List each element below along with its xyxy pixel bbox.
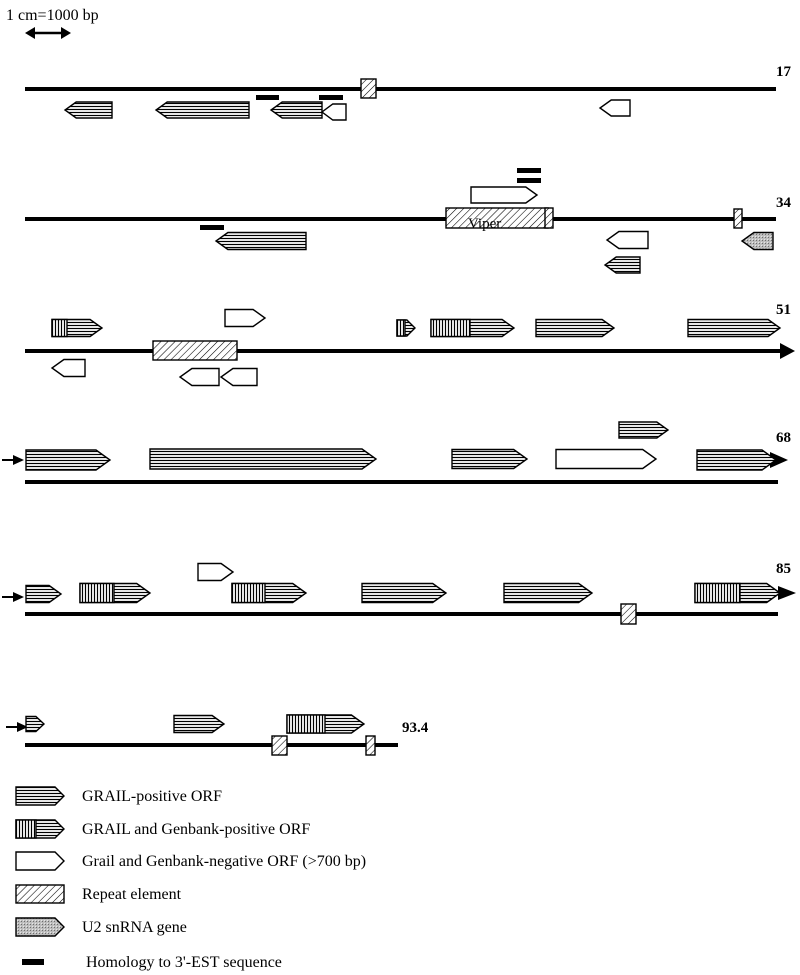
est-homology-bar: [517, 168, 541, 173]
row-93-4: 93.4: [6, 720, 429, 747]
row-17: 17: [25, 64, 792, 91]
orf-grail-positive: [687, 318, 782, 338]
legend-item-neg: Grail and Genbank-negative ORF (>700 bp): [15, 851, 366, 871]
orf-grail-positive: [361, 582, 448, 604]
est-homology-bar: [200, 225, 224, 230]
repeat-element: [365, 735, 376, 756]
orf-negative: [598, 99, 631, 117]
orf-negative: [605, 230, 649, 250]
legend-label: Homology to 3'-EST sequence: [86, 954, 282, 971]
scale-bar-label: 1 cm=1000 bp: [6, 7, 99, 24]
repeat-label-viper: Viper: [468, 216, 501, 232]
orf-grail-positive: [63, 101, 113, 119]
legend-item-u2: U2 snRNA gene: [15, 917, 187, 937]
est-homology-bar: [319, 95, 343, 100]
legend: GRAIL-positive ORF GRAIL and Genbank-posi…: [15, 786, 366, 971]
repeat-element: [152, 340, 238, 361]
orf-grail-positive: [149, 448, 378, 470]
repeat-element: [544, 207, 554, 229]
orf-grail-genbank-positive: [286, 714, 366, 734]
orf-negative: [50, 358, 86, 378]
continuation-arrow-icon: [13, 455, 24, 465]
orf-grail-genbank-positive: [430, 318, 516, 338]
orf-grail-positive: [535, 318, 616, 338]
est-homology-bar: [517, 178, 541, 183]
est-homology-bar: [256, 95, 279, 100]
repeat-element: [620, 603, 637, 625]
orf-negative: [197, 562, 235, 582]
orf-grail-genbank-positive: [396, 319, 416, 337]
orf-grail-genbank-positive: [694, 582, 782, 604]
row-51: 51: [25, 302, 795, 359]
orf-grail-positive: [25, 715, 46, 733]
legend-item-est: Homology to 3'-EST sequence: [22, 954, 282, 971]
u2-snrna-gene: [740, 231, 774, 251]
row-end-label: 68: [776, 430, 791, 446]
orf-negative: [555, 448, 658, 470]
row-end-label: 34: [776, 195, 792, 211]
orf-grail-positive: [214, 231, 307, 251]
orf-grail-positive: [269, 101, 323, 119]
legend-label: Grail and Genbank-negative ORF (>700 bp): [82, 853, 366, 870]
feature-layer: [25, 78, 782, 756]
orf-grail-positive: [618, 421, 670, 439]
orf-grail-positive: [603, 256, 641, 274]
orf-grail-genbank-positive: [79, 582, 152, 604]
continuation-arrow-icon: [13, 592, 24, 602]
orf-grail-positive: [154, 101, 250, 119]
row-end-label: 93.4: [402, 720, 429, 736]
row-68: 68: [2, 430, 791, 484]
orf-grail-positive: [503, 582, 594, 604]
orf-grail-positive: [696, 449, 778, 471]
row-end-label: 51: [776, 302, 791, 318]
orf-grail-positive: [25, 449, 112, 471]
orf-grail-genbank-positive: [231, 582, 308, 604]
orf-grail-positive: [451, 448, 529, 470]
repeat-element: [271, 735, 288, 756]
continuation-arrow-icon: [17, 722, 28, 732]
orf-grail-genbank-positive: [51, 318, 104, 338]
row-85: 85: [2, 561, 796, 616]
legend-item-grail: GRAIL-positive ORF: [15, 786, 222, 806]
orf-negative: [219, 367, 258, 387]
row-end-label: 17: [776, 64, 792, 80]
orf-grail-positive: [173, 714, 226, 734]
orf-negative: [320, 103, 347, 121]
continuation-arrow-icon: [778, 586, 796, 600]
orf-negative: [224, 308, 267, 328]
row-34: 34: [25, 195, 792, 221]
legend-label: GRAIL and Genbank-positive ORF: [82, 821, 310, 838]
legend-label: U2 snRNA gene: [82, 919, 187, 936]
legend-label: GRAIL-positive ORF: [82, 788, 222, 805]
orf-negative: [470, 186, 539, 204]
repeat-element: [733, 208, 743, 229]
continuation-arrow-icon: [770, 452, 788, 468]
legend-item-both: GRAIL and Genbank-positive ORF: [15, 819, 310, 839]
legend-label: Repeat element: [82, 886, 182, 903]
row-end-label: 85: [776, 561, 791, 577]
scale-bar-arrow: [25, 27, 71, 39]
repeat-element: [360, 78, 377, 99]
legend-item-repeat: Repeat element: [15, 884, 182, 904]
orf-negative: [178, 367, 220, 387]
continuation-arrow-icon: [780, 343, 795, 359]
orf-grail-positive: [25, 584, 63, 604]
